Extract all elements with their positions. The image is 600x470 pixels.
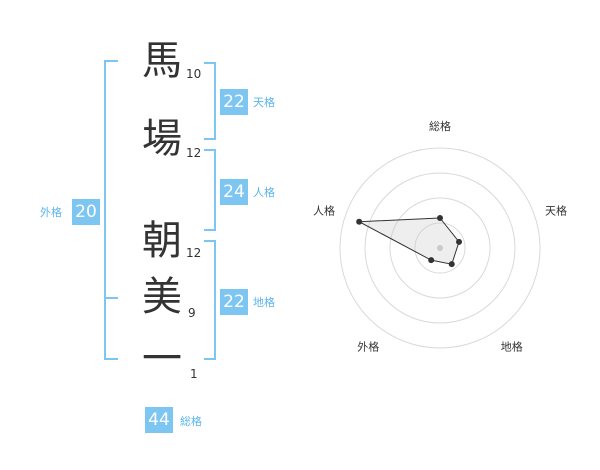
gaikaku-badge: 20: [72, 199, 100, 225]
gaikaku-bracket: [104, 60, 118, 360]
name-char-2: 場: [142, 116, 182, 162]
jinkaku-bracket: [204, 149, 216, 231]
gaikaku-label: 外格: [40, 206, 62, 219]
chikaku-badge: 22: [220, 289, 248, 315]
tenkaku-bracket: [204, 62, 216, 140]
stroke-count-5: 1: [190, 367, 198, 381]
stroke-count-4: 9: [188, 306, 196, 320]
name-char-4: 美: [142, 274, 182, 320]
radar-ring-2: [389, 197, 491, 299]
soukaku-label: 総格: [180, 415, 202, 428]
radar-ring-3: [364, 172, 516, 324]
tenkaku-badge: 22: [220, 89, 248, 115]
radar-ring-4: [339, 147, 541, 349]
jinkaku-label: 人格: [253, 186, 275, 199]
soukaku-badge: 44: [145, 407, 173, 433]
name-char-1: 馬: [142, 38, 182, 84]
radar-axis-label-2: 天格: [545, 203, 567, 217]
gaikaku-bracket-tick: [104, 297, 118, 299]
tenkaku-label: 天格: [253, 96, 275, 109]
stroke-count-2: 12: [186, 146, 202, 160]
radar-axis-label-5: 人格: [313, 203, 335, 217]
name-char-5: 一: [142, 336, 182, 382]
chikaku-label: 地格: [253, 296, 275, 309]
radar-point-2: [456, 238, 463, 245]
radar-point-4: [428, 257, 435, 264]
stroke-count-3: 12: [186, 246, 202, 260]
radar-center: [437, 245, 443, 251]
radar-ring-1: [414, 222, 466, 274]
radar-point-5: [356, 218, 363, 225]
name-char-3: 朝: [142, 218, 182, 264]
radar-axis-label-4: 外格: [357, 340, 379, 354]
radar-point-1: [437, 215, 443, 221]
jinkaku-badge: 24: [220, 179, 248, 205]
chikaku-bracket: [204, 240, 216, 360]
radar-axis-label-1: 総格: [429, 119, 451, 133]
radar-axis-label-3: 地格: [501, 340, 523, 354]
stroke-count-1: 10: [186, 67, 202, 81]
radar-point-3: [448, 261, 455, 268]
radar-series-polygon: [357, 217, 460, 265]
